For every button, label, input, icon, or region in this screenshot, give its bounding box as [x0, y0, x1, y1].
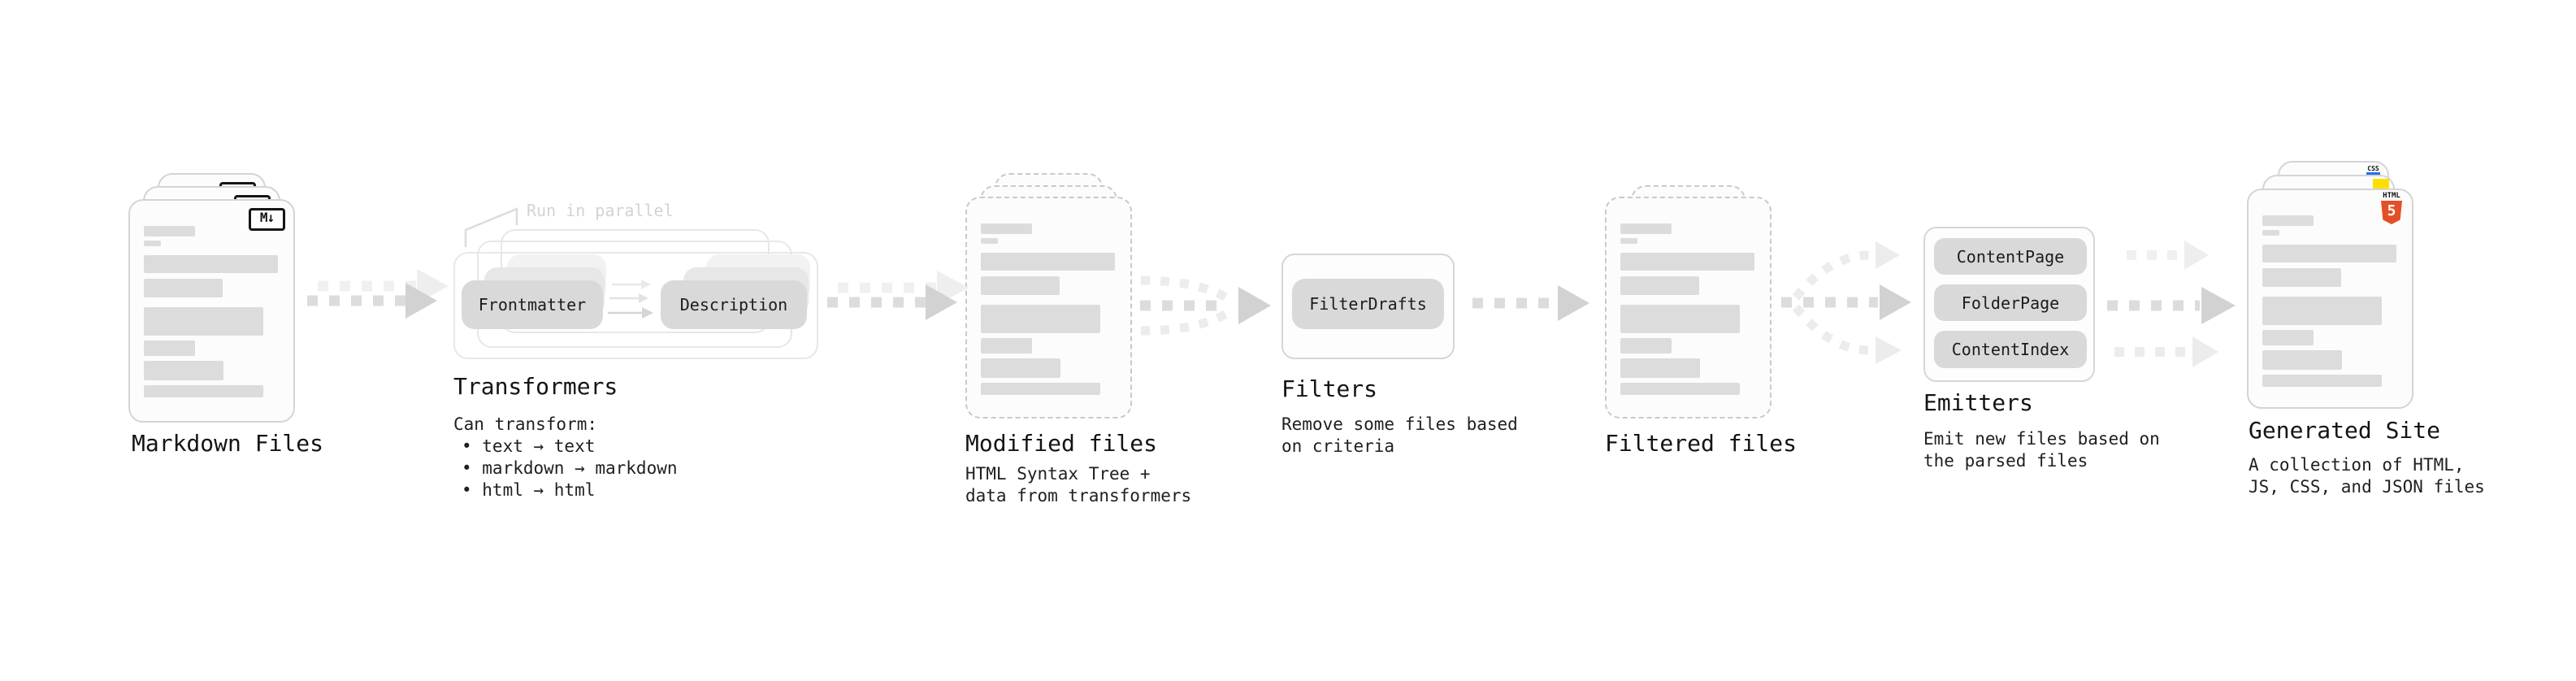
transformers-description: Can transform: • text → text • markdown …: [453, 414, 678, 501]
placeholder-text-bar: [981, 305, 1100, 333]
desc-line: Can transform:: [453, 414, 598, 434]
arrowhead: [2201, 287, 2236, 324]
arrowhead-ghost: [2184, 241, 2209, 270]
dashed-card-front: [965, 197, 1132, 419]
stage-label-modified-files: Modified files: [965, 430, 1158, 457]
arrowhead-fork-bottom: [1876, 336, 1902, 364]
placeholder-text-bar: [144, 340, 195, 356]
fork-curve-bottom: [1792, 304, 1876, 355]
placeholder-text-bar: [2262, 245, 2396, 262]
placeholder-text-bar: [2262, 215, 2314, 226]
filterdrafts-pill: FilterDrafts: [1292, 279, 1444, 329]
placeholder-text-bar: [144, 255, 278, 273]
desc-line: Emit new files based on: [1923, 429, 2160, 449]
placeholder-text-bar: [2262, 297, 2382, 325]
placeholder-text-bar: [144, 307, 263, 336]
placeholder-text-bar: [981, 253, 1115, 271]
placeholder-text-bar: [981, 238, 998, 244]
frontmatter-pill: Frontmatter: [462, 280, 603, 329]
desc-line: A collection of HTML,: [2249, 455, 2465, 475]
modified-files-description: HTML Syntax Tree + data from transformer…: [965, 463, 1191, 507]
desc-bullet: • markdown → markdown: [462, 458, 678, 478]
placeholder-text-bar: [144, 361, 223, 380]
dashed-card-front: [1605, 197, 1772, 419]
folderpage-pill: FolderPage: [1934, 284, 2087, 321]
placeholder-text-bar: [144, 385, 263, 397]
arrow-transformers-to-modified: [827, 271, 969, 320]
stage-label-filtered-files: Filtered files: [1605, 430, 1798, 457]
arrowhead: [1880, 284, 1911, 320]
filters-description: Remove some files based on criteria: [1281, 414, 1518, 458]
arrow-markdown-to-transformers: [307, 269, 449, 319]
placeholder-text-bar: [2262, 350, 2342, 370]
contentindex-pill: ContentIndex: [1934, 331, 2087, 368]
placeholder-text-bar: [144, 241, 161, 246]
arrow-filtered-to-emitters-fork: [1781, 241, 1911, 364]
run-in-parallel-annotation: Run in parallel: [527, 201, 674, 220]
desc-line: the parsed files: [1923, 451, 2088, 471]
arrowhead-ghost: [937, 271, 969, 305]
placeholder-text-bar: [1620, 338, 1672, 354]
arrowhead: [1238, 287, 1271, 324]
placeholder-text-bar: [2262, 375, 2382, 387]
arrowhead-light: [2192, 336, 2218, 367]
arrowhead: [926, 284, 957, 320]
stage-label-filters: Filters: [1281, 375, 1378, 402]
placeholder-text-bar: [1620, 305, 1740, 333]
placeholder-text-bar: [2262, 268, 2341, 287]
placeholder-text-bar: [144, 226, 195, 236]
transformer-box-front: [453, 252, 818, 359]
emitters-description: Emit new files based on the parsed files: [1923, 428, 2160, 472]
stage-label-generated-site: Generated Site: [2249, 417, 2441, 444]
arrowhead-fork-top: [1876, 241, 1900, 269]
html5-logo-text: HTML: [2383, 192, 2400, 200]
desc-line: HTML Syntax Tree +: [965, 464, 1151, 484]
css-logo-icon: CSS: [2366, 166, 2380, 175]
arrow-filters-to-filtered: [1472, 285, 1589, 321]
stage-label-emitters: Emitters: [1923, 389, 2033, 416]
desc-line: Remove some files based: [1281, 414, 1518, 434]
merge-curve-top: [1140, 275, 1236, 306]
placeholder-text-bar: [2262, 330, 2314, 345]
markdown-logo-icon: M↓: [249, 208, 285, 231]
document-card-front: M↓: [128, 199, 295, 423]
arrowhead: [1558, 285, 1589, 321]
arrows-emitters-to-site: [2107, 241, 2236, 367]
html5-logo-icon: HTML 5: [2379, 193, 2404, 224]
placeholder-text-bar: [1620, 223, 1672, 234]
placeholder-text-bar: [1620, 253, 1754, 271]
desc-bullet: • html → html: [462, 480, 596, 500]
placeholder-text-bar: [981, 223, 1032, 234]
placeholder-text-bar: [1620, 276, 1699, 295]
generated-site-description: A collection of HTML, JS, CSS, and JSON …: [2249, 454, 2485, 498]
description-pill: Description: [661, 280, 807, 329]
merge-curve-bottom: [1140, 306, 1236, 336]
site-card-front: HTML 5: [2247, 189, 2413, 409]
css-logo-text: CSS: [2367, 165, 2379, 172]
placeholder-text-bar: [1620, 383, 1740, 395]
placeholder-text-bar: [981, 358, 1060, 378]
placeholder-text-bar: [2262, 230, 2279, 236]
placeholder-text-bar: [981, 383, 1100, 395]
desc-line: on criteria: [1281, 436, 1395, 456]
placeholder-text-bar: [981, 338, 1032, 354]
arrowhead-ghost: [417, 269, 449, 303]
fork-curve-top: [1792, 250, 1876, 301]
arrow-modified-to-filters-merge: [1140, 275, 1271, 336]
js-logo-icon: [2373, 179, 2389, 189]
placeholder-text-bar: [1620, 238, 1637, 244]
contentpage-pill: ContentPage: [1934, 238, 2087, 275]
arrowhead: [405, 283, 437, 319]
placeholder-text-bar: [144, 279, 223, 297]
placeholder-text-bar: [1620, 358, 1700, 378]
desc-line: JS, CSS, and JSON files: [2249, 477, 2485, 497]
placeholder-text-bar: [981, 276, 1060, 295]
desc-bullet: • text → text: [462, 436, 596, 456]
stage-label-markdown-files: Markdown Files: [132, 430, 324, 457]
stage-label-transformers: Transformers: [453, 373, 618, 400]
desc-line: data from transformers: [965, 486, 1192, 505]
html5-logo-shield: 5: [2381, 201, 2402, 224]
css-logo-bar: [2366, 172, 2380, 175]
